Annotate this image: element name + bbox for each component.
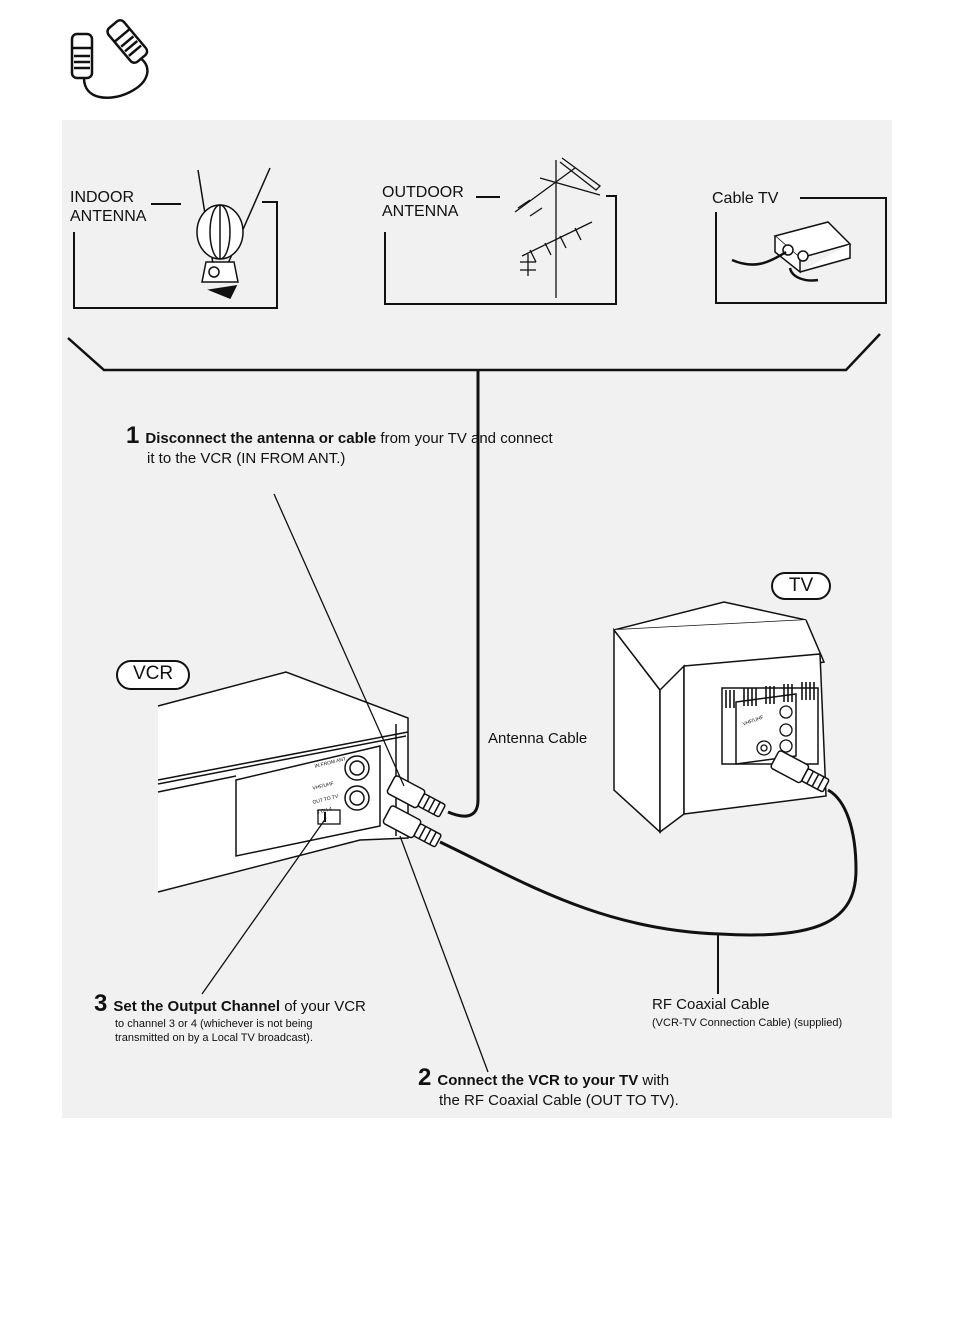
tv-label: TV (771, 572, 831, 600)
vcr-label: VCR (116, 660, 190, 690)
step-2-number: 2 (418, 1064, 432, 1091)
indoor-label-line2: ANTENNA (70, 208, 147, 225)
cable-tv-box (715, 197, 887, 304)
step-3-number: 3 (94, 990, 108, 1017)
outdoor-antenna-label: OUTDOOR ANTENNA (382, 183, 464, 221)
antenna-cable (447, 370, 480, 818)
rf-coaxial-cable (439, 788, 858, 937)
vcr-in-jack (344, 755, 370, 781)
indoor-antenna-box (73, 201, 278, 309)
outdoor-antenna-icon (514, 157, 601, 298)
step-1-number: 1 (126, 422, 140, 449)
indoor-antenna-label: INDOOR ANTENNA (70, 188, 146, 226)
outdoor-label-line1: OUTDOOR (382, 184, 464, 201)
step-3-rest-a: of your VCR (280, 998, 366, 1015)
outdoor-label-line2: ANTENNA (382, 203, 459, 220)
coaxial-cable-icon (70, 19, 149, 99)
step-3-bold: Set the Output Channel (113, 998, 281, 1015)
indoor-antenna-icon (196, 167, 271, 299)
tv-jacks (756, 705, 793, 756)
step-2-rest-a: with (638, 1072, 670, 1089)
rf-cable-note: (VCR-TV Connection Cable) (supplied) (652, 1017, 843, 1029)
step-2: 2 Connect the VCR to your TV with the RF … (418, 1066, 679, 1111)
antenna-cable-label: Antenna Cable (488, 730, 588, 747)
cable-tv-label: Cable TV (712, 190, 779, 207)
rf-cable-label: RF Coaxial Cable (652, 996, 770, 1013)
rf-cable-plug-tv (770, 750, 830, 793)
indoor-label-line1: INDOOR (70, 189, 134, 206)
vcr-body (157, 671, 409, 893)
step1-leader (273, 493, 405, 787)
source-brace (67, 333, 881, 372)
step2-leader (399, 835, 489, 1073)
step3-leader (201, 817, 327, 995)
step-3-note-a: to channel 3 or 4 (whichever is not bein… (115, 1018, 313, 1030)
tv-vent-grille (725, 682, 815, 708)
cable-splitter-icon (731, 221, 852, 282)
vcr-out-jack (344, 785, 370, 811)
step-1: 1 Disconnect the antenna or cable from yo… (126, 424, 553, 469)
tv-body (613, 601, 827, 834)
step-1-rest-b: it to the VCR (IN FROM ANT.) (147, 450, 346, 467)
rf-cable-plug-vcr (382, 805, 442, 848)
step-2-rest-b: the RF Coaxial Cable (OUT TO TV). (439, 1092, 679, 1109)
outdoor-antenna-box (384, 195, 617, 305)
step-1-bold: Disconnect the antenna or cable (145, 430, 377, 447)
antenna-cable-plug (386, 775, 446, 818)
step-3: 3 Set the Output Channel of your VCR to c… (94, 992, 366, 1045)
step-3-note-b: transmitted on by a Local TV broadcast). (115, 1032, 313, 1044)
step-1-rest-a: from your TV and connect (376, 430, 553, 447)
step-2-bold: Connect the VCR to your TV (437, 1072, 639, 1089)
